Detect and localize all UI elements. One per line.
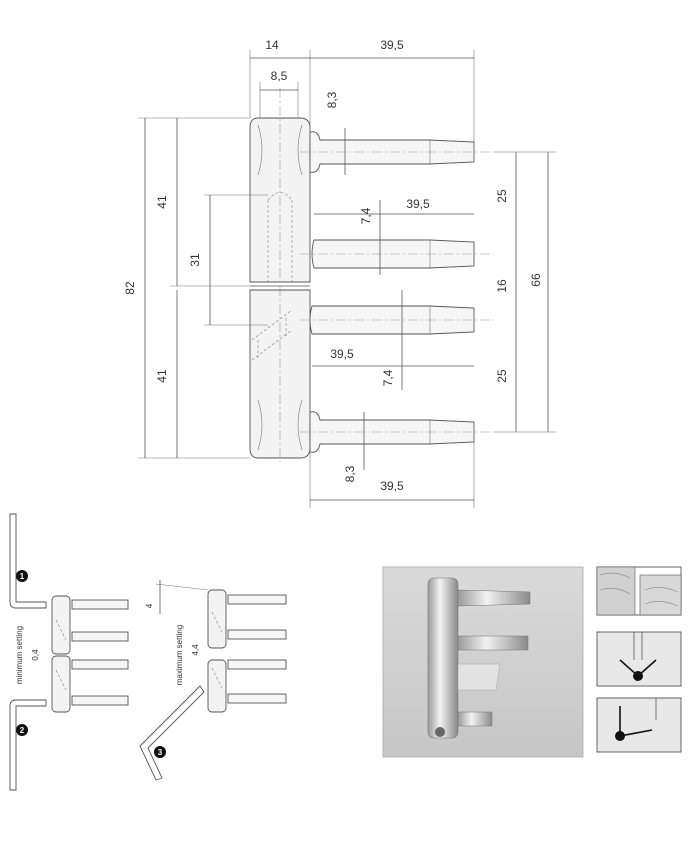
dim-pin-gap-middle-bottom: 7,4	[381, 369, 395, 386]
vertical-adjust-value: 4	[145, 603, 154, 608]
mini-hinge-1-upper	[51, 595, 71, 655]
step-2-label: 2	[20, 726, 25, 735]
hinge-mount-icon	[596, 697, 682, 753]
dim-pin-spacing-bottom: 25	[495, 369, 509, 383]
dim-pin-span-total: 66	[529, 273, 543, 287]
dim-pin-length-middle-top: 39,5	[406, 197, 430, 211]
hidden-spindle-upper	[267, 192, 293, 282]
allen-key-3	[139, 685, 205, 781]
main-hinge-view: 14 39,5 8,5 8,3 82 41 41 31 7,4 39,5 39,…	[123, 38, 556, 508]
step-1-label: 1	[20, 572, 25, 581]
barrel-shade-bottom-left	[257, 399, 263, 451]
adjustment-diagram: 1 2 minimum setting 0,4 4 maximum settin…	[9, 513, 287, 791]
step-3-marker	[154, 746, 166, 758]
mini-hinge-1-lower	[51, 655, 71, 713]
dim-inner-width: 8,5	[271, 69, 288, 83]
dim-upper-half: 41	[155, 195, 169, 209]
mini-hinge-2-lower	[207, 659, 227, 713]
dim-pin-spacing-top: 25	[495, 189, 509, 203]
dim-pin-offset-top: 8,3	[325, 91, 339, 108]
step-3-label: 3	[158, 748, 163, 757]
photo-hinge-barrel	[427, 577, 459, 739]
dim-lower-half: 41	[155, 369, 169, 383]
product-photo	[382, 566, 584, 758]
barrel-shade-top-left	[257, 124, 263, 176]
dim-pin-length-bottom: 39,5	[380, 479, 404, 493]
minimum-setting-label: minimum setting	[15, 626, 24, 684]
allen-key-1	[9, 513, 47, 609]
dim-pin-length-top: 39,5	[380, 38, 404, 52]
dim-inner-height: 31	[188, 253, 202, 267]
frame-detail-icons	[596, 566, 682, 753]
dim-total-height: 82	[123, 281, 137, 295]
step-1-marker	[16, 570, 28, 582]
hinge-point-marker-1	[633, 671, 643, 681]
step-2-marker	[16, 724, 28, 736]
barrel-shade-top-right	[297, 124, 303, 176]
dim-barrel-width: 14	[265, 38, 279, 52]
dim-pin-gap-middle-top: 7,4	[359, 207, 373, 224]
hidden-cam-lower	[251, 309, 293, 361]
dim-pin-length-middle-bottom: 39,5	[330, 347, 354, 361]
hinge-point-marker-2	[615, 731, 625, 741]
dim-pin-offset-bottom: 8,3	[343, 465, 357, 482]
mini-hinge-2-upper	[207, 589, 227, 649]
dim-pin-spacing-middle: 16	[495, 279, 509, 293]
minimum-setting-value: 0,4	[31, 649, 40, 661]
allen-key-2	[9, 699, 47, 791]
barrel-shade-bottom-right	[297, 399, 303, 451]
maximum-setting-value: 4,4	[191, 644, 200, 656]
maximum-setting-label: maximum setting	[175, 625, 184, 685]
